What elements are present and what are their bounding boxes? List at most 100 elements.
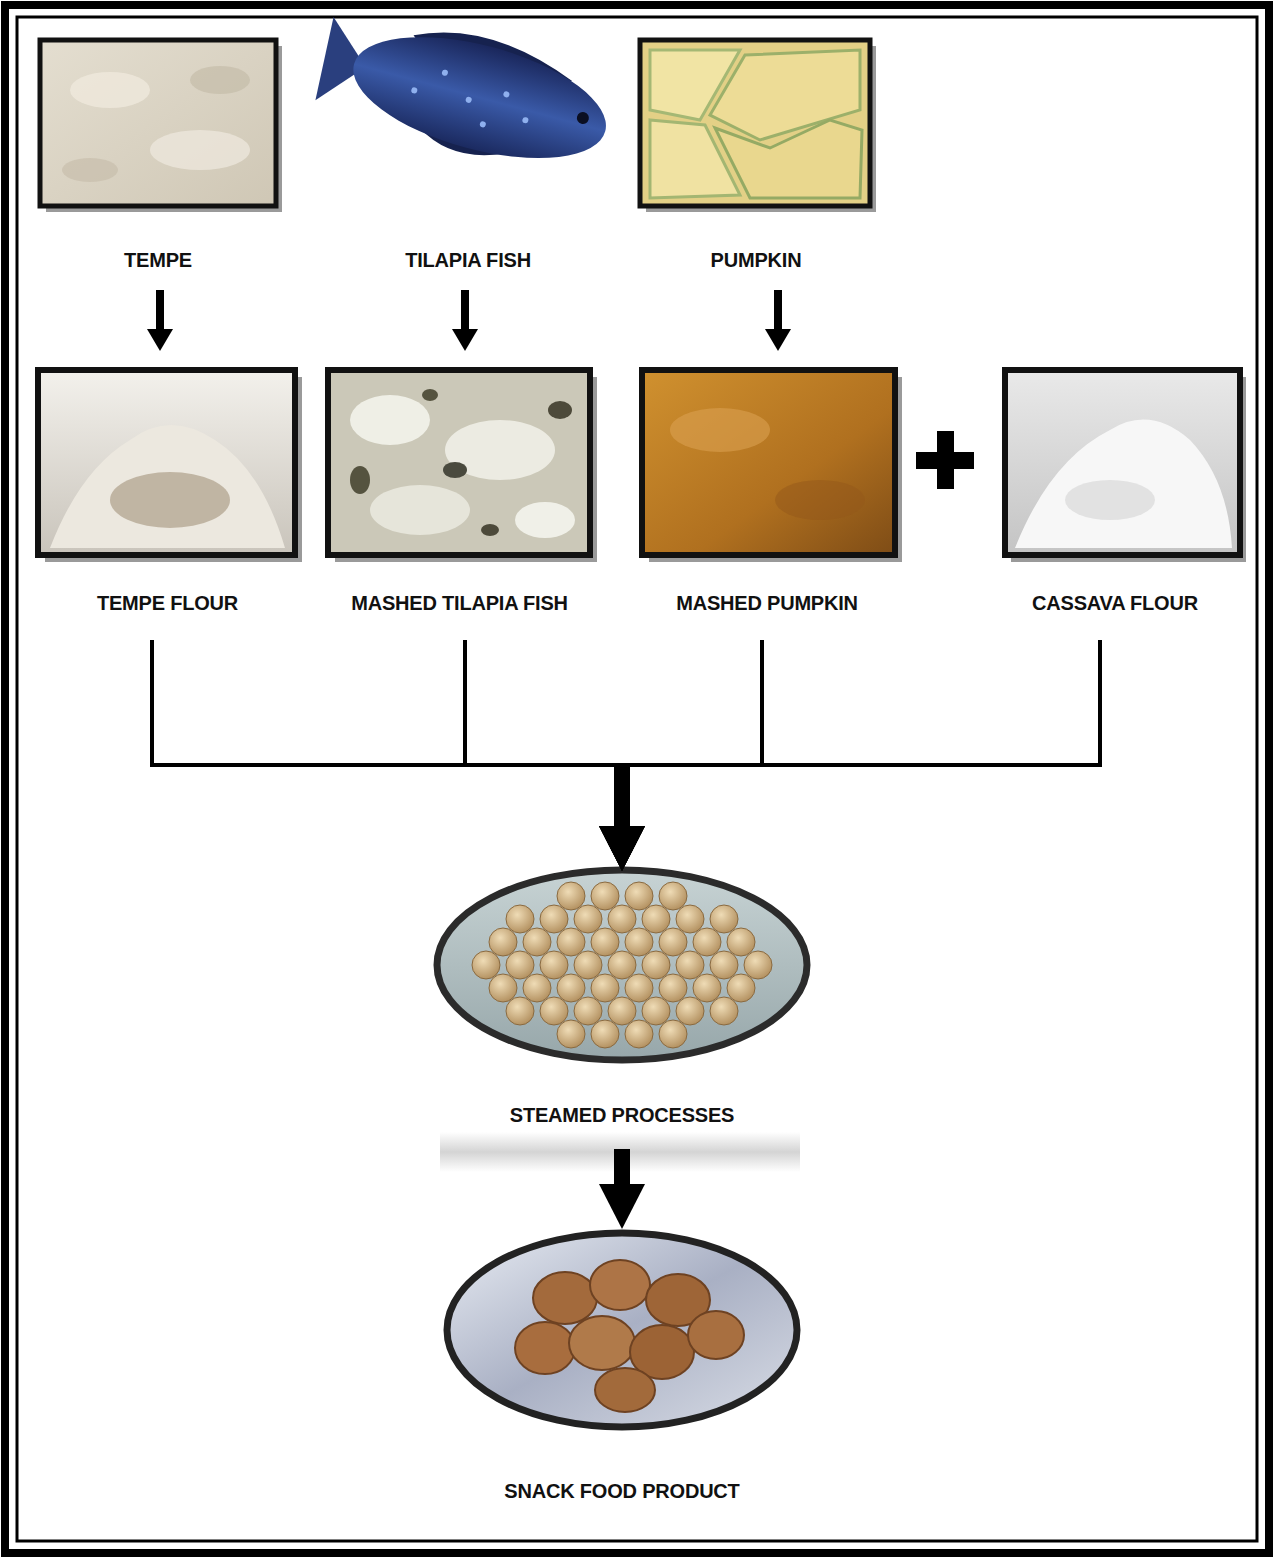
- node-label: TEMPE: [124, 248, 192, 272]
- steamed-ball: [608, 905, 636, 933]
- steamed-ball: [540, 997, 568, 1025]
- flow-arrow: [465, 640, 622, 826]
- process-node: STEAMED PROCESSES: [437, 870, 807, 1127]
- steamed-ball: [489, 928, 517, 956]
- fish-speckle: [503, 91, 510, 98]
- pumpkin-mash: [670, 408, 770, 452]
- steamed-ball: [659, 974, 687, 1002]
- snack-piece: [590, 1260, 650, 1310]
- photo-node: TEMPE FLOUR: [30, 370, 305, 615]
- photo-node: MASHED PUMPKIN: [636, 370, 898, 615]
- fish-speck: [443, 462, 467, 478]
- pumpkin-chunk: [715, 120, 862, 198]
- cassava-flour-photo: [1005, 370, 1240, 555]
- steamed-ball: [574, 905, 602, 933]
- steamed-ball: [710, 951, 738, 979]
- steamed-ball: [591, 928, 619, 956]
- steamed-ball: [608, 997, 636, 1025]
- tempe-texture: [190, 66, 250, 94]
- tempe-photo: [40, 40, 276, 206]
- inner-frame: [17, 17, 1257, 1541]
- mashed-pumpkin-photo: [642, 370, 895, 555]
- node-label: MASHED PUMPKIN: [676, 591, 858, 615]
- fish-speckle: [479, 121, 486, 128]
- photo-shadow: [646, 46, 876, 212]
- steamed-ball: [676, 997, 704, 1025]
- node-label: MASHED TILAPIA FISH: [351, 591, 568, 615]
- steamer-plate: [437, 870, 807, 1060]
- node-label: STEAMED PROCESSES: [510, 1103, 734, 1127]
- steamed-balls: [472, 882, 772, 1048]
- steamed-ball: [472, 951, 500, 979]
- fish-speck: [548, 401, 572, 419]
- mashed-fish-photo: [328, 370, 590, 555]
- steamed-ball: [540, 951, 568, 979]
- photo-node: CASSAVA FLOUR: [990, 370, 1240, 615]
- photo-node: PUMPKIN: [640, 40, 872, 272]
- steamed-ball: [608, 951, 636, 979]
- steamed-ball: [540, 905, 568, 933]
- node-label: TEMPE FLOUR: [97, 591, 238, 615]
- steamed-ball: [727, 974, 755, 1002]
- node-label: CASSAVA FLOUR: [1032, 591, 1198, 615]
- flour-shade: [110, 472, 230, 528]
- tempe-texture: [62, 158, 118, 182]
- fish-speckle: [441, 69, 448, 76]
- steamed-ball: [642, 997, 670, 1025]
- steamed-ball: [489, 974, 517, 1002]
- steamed-ball: [591, 882, 619, 910]
- steamed-ball: [659, 1020, 687, 1048]
- tempe-texture: [70, 72, 150, 108]
- snack-piece: [569, 1316, 635, 1370]
- node-label: PUMPKIN: [711, 248, 802, 272]
- fish-speckle: [411, 87, 418, 94]
- steamed-ball: [506, 951, 534, 979]
- steamed-ball: [744, 951, 772, 979]
- steamed-ball: [625, 882, 653, 910]
- snack-piece: [688, 1311, 744, 1359]
- steamed-ball: [625, 1020, 653, 1048]
- steamed-ball: [642, 905, 670, 933]
- fish-speckle: [465, 96, 472, 103]
- steamed-ball: [676, 951, 704, 979]
- flow-arrow: [156, 290, 164, 329]
- flow-arrow: [461, 290, 469, 329]
- fish-mash: [350, 395, 430, 445]
- fish-speck: [481, 524, 499, 536]
- steamed-ball: [693, 928, 721, 956]
- steamed-ball: [523, 974, 551, 1002]
- pumpkin-photo: [640, 40, 870, 206]
- node-label: SNACK FOOD PRODUCT: [504, 1479, 739, 1503]
- fish-mash: [515, 502, 575, 538]
- steamed-ball: [591, 1020, 619, 1048]
- photo-node: TEMPE: [40, 40, 276, 272]
- steamed-ball: [506, 997, 534, 1025]
- pumpkin-mash: [775, 480, 865, 520]
- fish-eye: [576, 111, 591, 126]
- steamed-ball: [557, 974, 585, 1002]
- plus-sign: [937, 431, 954, 489]
- tempe-flour-photo: [38, 370, 295, 555]
- steamed-ball: [676, 905, 704, 933]
- snack-piece: [533, 1272, 597, 1324]
- flour-pile: [50, 425, 285, 548]
- tempe-texture: [150, 130, 250, 170]
- flow-arrow: [774, 290, 782, 329]
- steamed-ball: [506, 905, 534, 933]
- steamed-ball: [659, 928, 687, 956]
- fish-mash: [370, 485, 470, 535]
- fish-speckle: [522, 117, 529, 124]
- steamed-ball: [693, 974, 721, 1002]
- flow-arrow: [152, 640, 622, 826]
- fish-speck: [422, 389, 438, 401]
- flow-arrow: [614, 1149, 630, 1184]
- steamed-ball: [710, 997, 738, 1025]
- steamed-ball: [710, 905, 738, 933]
- flour-pile: [1015, 420, 1232, 548]
- steamed-ball: [591, 974, 619, 1002]
- flow-arrow: [622, 640, 1100, 826]
- photo-node: TILAPIA FISH: [320, 40, 616, 272]
